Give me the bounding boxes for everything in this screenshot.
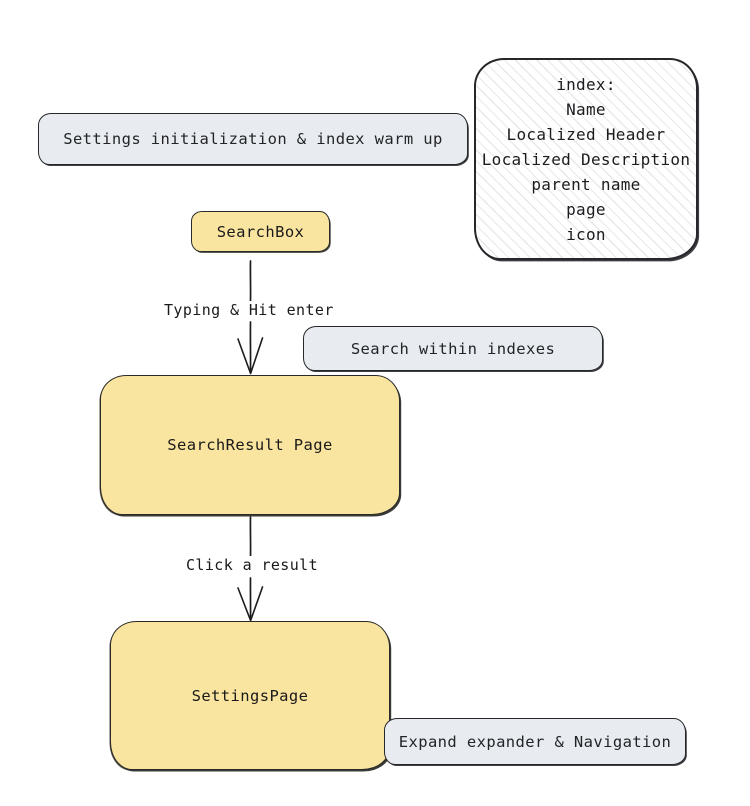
note-settings-initialization: Settings initialization & index warm up xyxy=(38,113,468,165)
edge-searchresult-to-settingspage xyxy=(237,516,264,622)
note-search-within-indexes-label: Search within indexes xyxy=(350,339,556,358)
index-definition-box: index: Name Localized Header Localized D… xyxy=(474,58,698,260)
index-line-5: page xyxy=(566,199,606,219)
note-search-within-indexes: Search within indexes xyxy=(303,326,603,371)
note-expand-expander-navigation: Expand expander & Navigation xyxy=(384,718,686,765)
index-line-1: Name xyxy=(566,99,606,119)
index-line-6: icon xyxy=(566,224,606,244)
index-line-2: Localized Header xyxy=(506,124,666,144)
index-line-0: index: xyxy=(556,74,616,94)
edge-label-typing-hit-enter: Typing & Hit enter xyxy=(161,301,337,319)
node-settings-page[interactable]: SettingsPage xyxy=(110,621,390,770)
node-searchresult-page-label: SearchResult Page xyxy=(167,436,333,454)
index-line-4: parent name xyxy=(531,174,641,194)
edge-searchbox-to-searchresult xyxy=(237,260,264,375)
node-searchbox-label: SearchBox xyxy=(216,222,305,241)
node-searchresult-page[interactable]: SearchResult Page xyxy=(100,375,400,515)
edge-label-click-a-result: Click a result xyxy=(183,556,322,574)
note-expand-expander-navigation-label: Expand expander & Navigation xyxy=(398,732,672,751)
index-line-3: Localized Description xyxy=(481,149,691,169)
note-settings-initialization-label: Settings initialization & index warm up xyxy=(63,130,443,148)
node-searchbox[interactable]: SearchBox xyxy=(191,211,330,252)
node-settings-page-label: SettingsPage xyxy=(191,686,309,705)
